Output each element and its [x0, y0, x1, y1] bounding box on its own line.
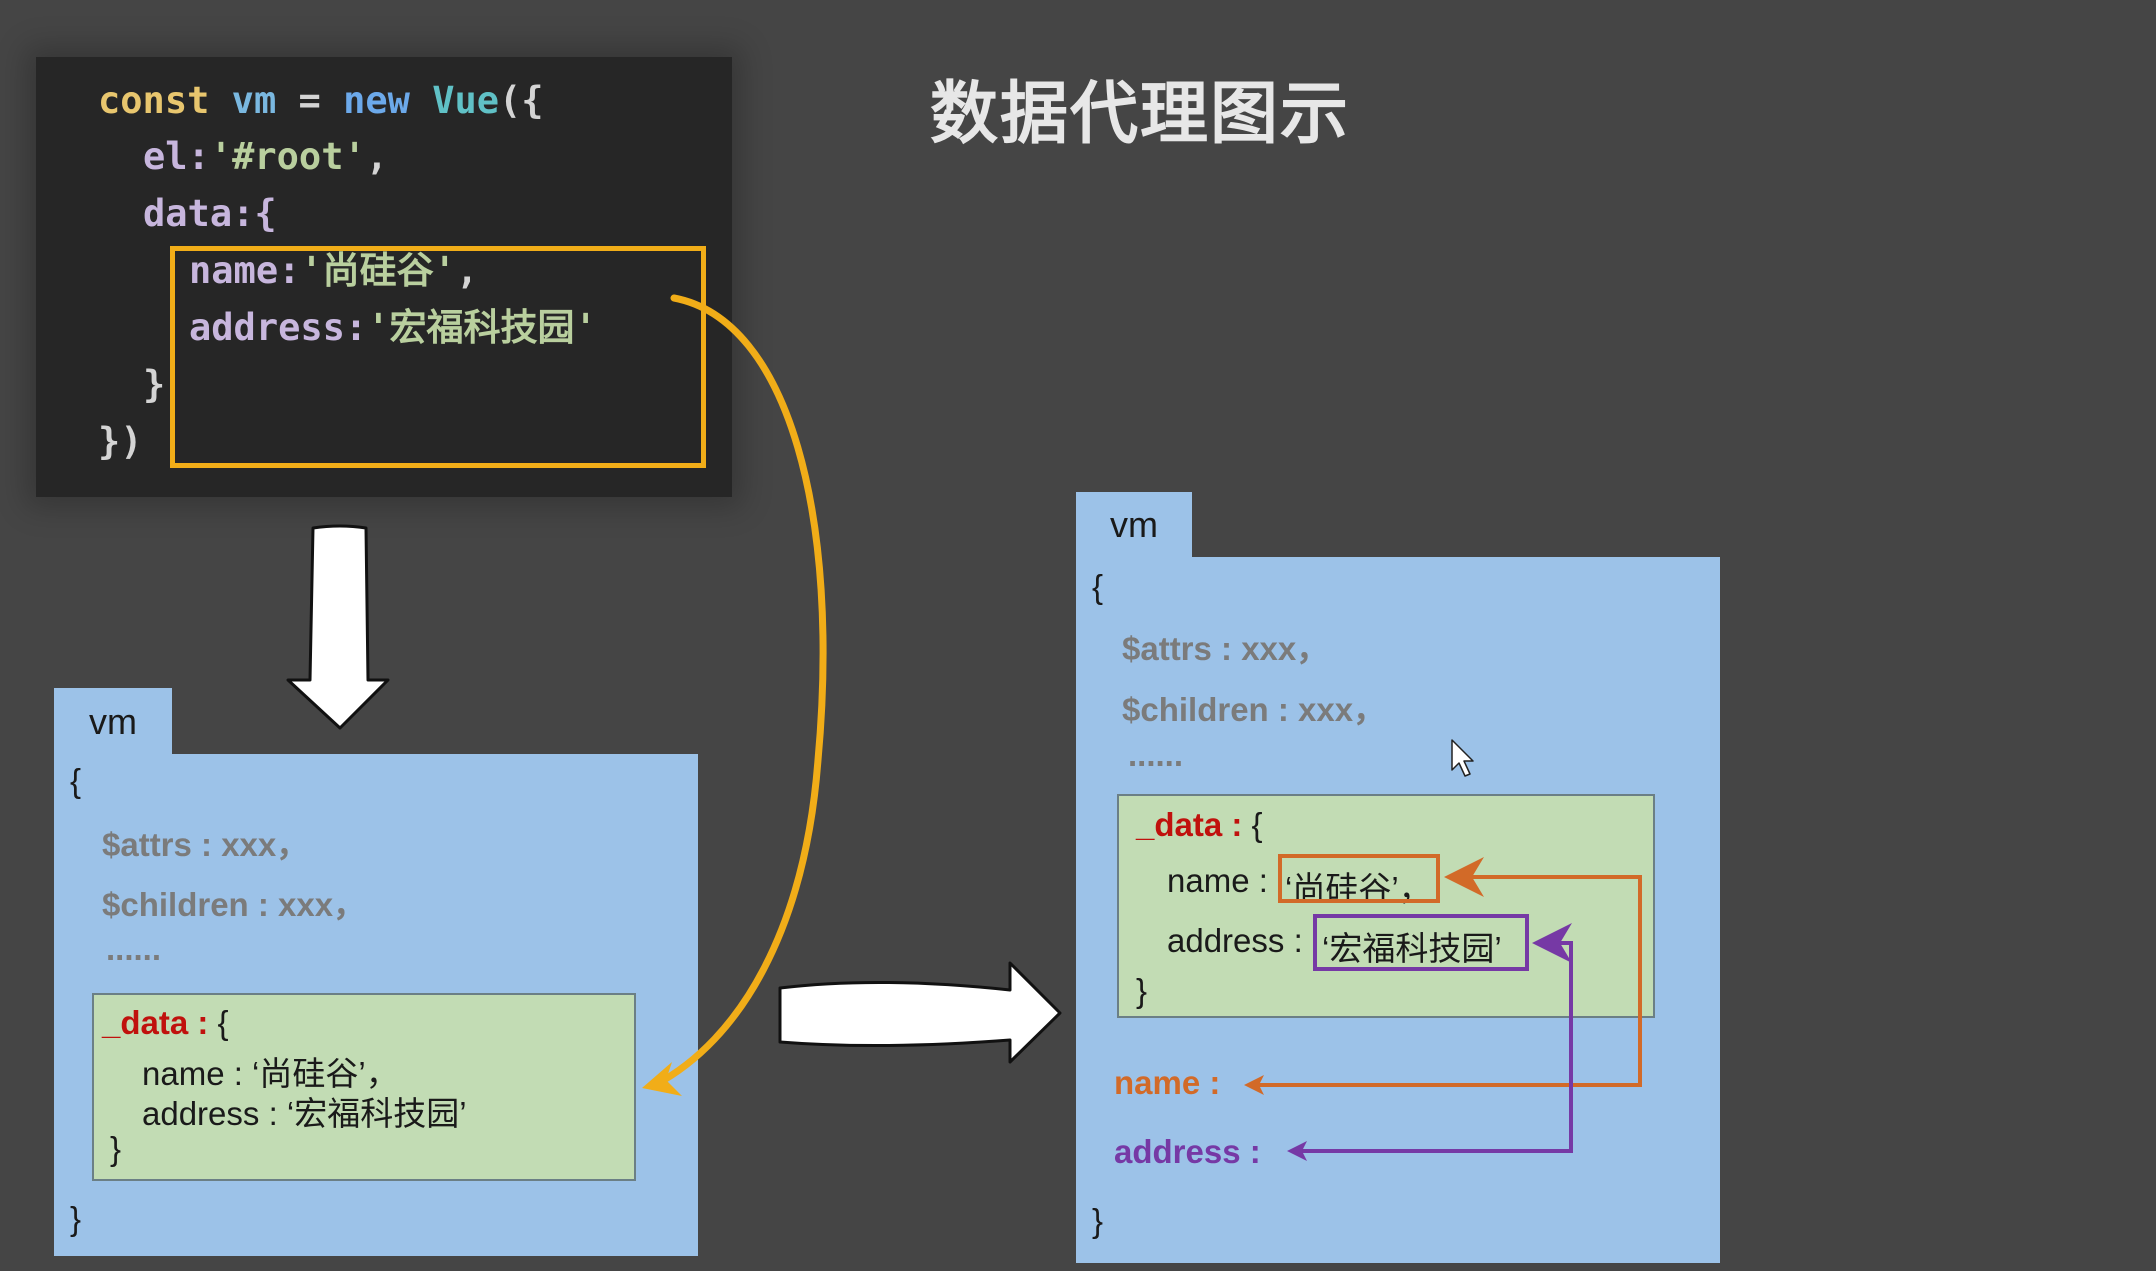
- code-token-data-key: data:{: [143, 192, 277, 235]
- code-line-2: el:'#root',: [143, 129, 388, 185]
- address-value-highlight: [1313, 914, 1529, 971]
- code-token-const: const: [98, 79, 210, 122]
- name-proxy-arrowhead: [1244, 1075, 1264, 1095]
- right-data-open: {: [1242, 806, 1263, 843]
- page-title: 数据代理图示: [930, 75, 1351, 154]
- right-data-header: _data : {: [1136, 806, 1263, 844]
- code-token-vue: Vue: [432, 79, 500, 122]
- yellow-curve-arrow: [651, 294, 827, 1089]
- code-line-5: address:'宏福科技园': [189, 300, 597, 356]
- yellow-arrowhead: [642, 1062, 682, 1096]
- code-token-el-key: el:: [143, 135, 210, 178]
- proxy-address-label: address :: [1114, 1133, 1261, 1170]
- left-data-header: _data : {: [102, 1004, 229, 1042]
- code-token-eq: =: [298, 79, 321, 122]
- left-vm-tab: vm: [54, 688, 172, 756]
- right-arrow-icon: [778, 961, 1062, 1064]
- down-arrow-icon: [286, 524, 390, 730]
- left-vm-attrs: $attrs : xxx，: [102, 826, 310, 863]
- code-token-name-value: '尚硅谷': [300, 249, 456, 292]
- code-token-address-key: address:: [189, 306, 368, 349]
- right-data-address-value: ‘宏福科技园’: [1322, 930, 1502, 967]
- left-data-name: name : ‘尚硅谷’，: [142, 1055, 399, 1092]
- left-data-box: [92, 993, 636, 1181]
- code-token-open: ({: [499, 79, 544, 122]
- code-line-6: }: [143, 357, 165, 413]
- right-vm-attrs: $attrs : xxx，: [1122, 630, 1330, 667]
- right-vm-children: $children : xxx，: [1122, 691, 1387, 728]
- right-vm-open-brace: {: [1092, 568, 1104, 605]
- left-vm-ellipsis: ......: [106, 930, 162, 967]
- left-data-open: {: [208, 1004, 229, 1041]
- code-line-1: const vm = new Vue({: [98, 73, 544, 129]
- left-vm-children: $children : xxx，: [102, 886, 367, 923]
- code-token-new: new: [343, 79, 410, 122]
- code-token-address-value: '宏福科技园': [367, 306, 597, 349]
- code-token-comma-2: ,: [455, 249, 479, 292]
- code-line-3: data:{: [143, 186, 277, 242]
- left-vm-close-brace: }: [70, 1200, 82, 1237]
- code-token-vm: vm: [231, 79, 277, 122]
- left-data-label: _data :: [102, 1004, 209, 1041]
- right-data-label: _data :: [1136, 806, 1243, 843]
- name-value-highlight: [1278, 854, 1440, 903]
- right-data-close: }: [1136, 972, 1148, 1009]
- code-line-7: }): [98, 414, 143, 470]
- code-token-el-value: '#root': [209, 135, 366, 178]
- code-line-4: name:'尚硅谷',: [189, 243, 478, 299]
- code-token-comma: ,: [365, 135, 389, 178]
- code-editor: const vm = new Vue({ el:'#root', data:{ …: [36, 57, 732, 497]
- right-vm-tab: vm: [1076, 492, 1192, 558]
- left-data-close: }: [110, 1130, 122, 1167]
- code-token-close-brace: }: [143, 363, 166, 406]
- address-proxy-connector: [1296, 923, 1573, 1153]
- left-vm-open-brace: {: [70, 762, 82, 799]
- cursor-icon: [1451, 739, 1474, 777]
- right-vm-close-brace: }: [1092, 1202, 1104, 1239]
- proxy-name-label: name :: [1114, 1064, 1221, 1101]
- code-token-close-all: }): [98, 420, 143, 463]
- code-token-name-key: name:: [189, 249, 301, 292]
- right-data-name-key: name :: [1167, 862, 1268, 899]
- name-proxy-connector: [1253, 857, 1642, 1087]
- right-data-address-key: address :: [1167, 922, 1303, 959]
- address-proxy-arrowhead: [1287, 1141, 1307, 1161]
- right-vm-ellipsis: ......: [1128, 736, 1184, 773]
- data-highlight-box: [170, 246, 706, 468]
- left-data-address: address : ‘宏福科技园’: [142, 1095, 467, 1132]
- right-data-box: [1117, 794, 1655, 1018]
